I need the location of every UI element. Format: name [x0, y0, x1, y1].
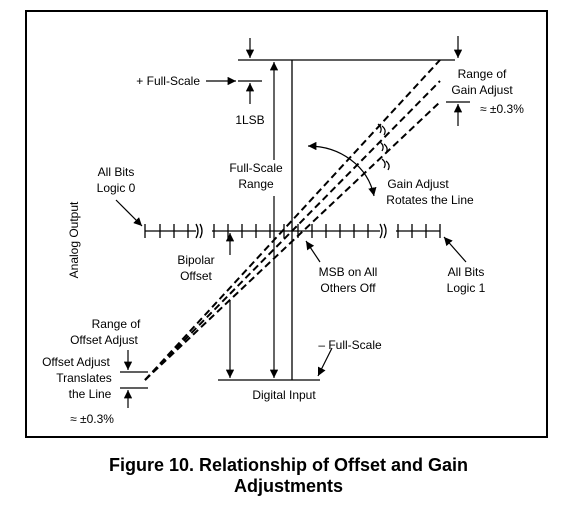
transfer-line-low	[144, 101, 441, 381]
figure-caption-line-2: Adjustments	[233, 476, 343, 496]
all-bits-logic0-label-2: Logic 0	[97, 181, 136, 195]
bipolar-offset-label-2: Offset	[180, 269, 212, 283]
all-bits-logic1-pointer	[443, 236, 467, 263]
digital-input-axis	[144, 223, 441, 239]
full-scale-range-label-2: Range	[238, 177, 274, 191]
all-bits-logic0-pointer	[115, 199, 143, 227]
analog-output-label: Analog Output	[67, 201, 81, 278]
transfer-lines	[144, 59, 441, 381]
offset-gain-diagram: + Full-Scale 1LSB Range of Gain Adjust ≈…	[25, 10, 548, 438]
diagram-frame	[25, 10, 548, 438]
offset-range-label-1: Range of	[92, 317, 141, 331]
gain-rotation-arc	[307, 141, 377, 197]
msb-pointer	[305, 240, 321, 263]
all-bits-logic1-label-1: All Bits	[448, 265, 485, 279]
offset-range-label-2: Offset Adjust	[70, 333, 138, 347]
transfer-line-breaks	[377, 123, 390, 171]
transfer-line-high	[144, 59, 441, 381]
gain-range-label-2: Gain Adjust	[451, 83, 513, 97]
figure-caption: Figure 10. Relationship of Offset and Ga…	[0, 455, 577, 497]
digital-input-label: Digital Input	[252, 388, 316, 402]
one-lsb-label: 1LSB	[235, 113, 264, 127]
msb-label-2: Others Off	[320, 281, 376, 295]
minus-full-scale-pointer	[317, 347, 333, 377]
gain-pct-label: ≈ ±0.3%	[480, 102, 524, 116]
gain-range-label-1: Range of	[458, 67, 507, 81]
offset-pct-label: ≈ ±0.3%	[70, 412, 114, 426]
offset-adjust-label-3: the Line	[69, 387, 112, 401]
gain-rotates-label-2: Rotates the Line	[386, 193, 474, 207]
all-bits-logic0-label-1: All Bits	[98, 165, 135, 179]
offset-adjust-label-1: Offset Adjust	[42, 355, 110, 369]
plus-full-scale-label: + Full-Scale	[136, 74, 200, 88]
offset-adjust-label-2: Translates	[56, 371, 112, 385]
figure-caption-line-1: Figure 10. Relationship of Offset and Ga…	[108, 455, 469, 475]
minus-full-scale-label: – Full-Scale	[318, 338, 382, 352]
full-scale-range-label-1: Full-Scale	[229, 161, 283, 175]
transfer-line-mid	[144, 80, 441, 381]
dimension-arrows	[115, 36, 467, 408]
all-bits-logic1-label-2: Logic 1	[447, 281, 486, 295]
msb-label-1: MSB on All	[319, 265, 378, 279]
gain-rotates-label-1: Gain Adjust	[387, 177, 449, 191]
bipolar-offset-label-1: Bipolar	[177, 253, 214, 267]
